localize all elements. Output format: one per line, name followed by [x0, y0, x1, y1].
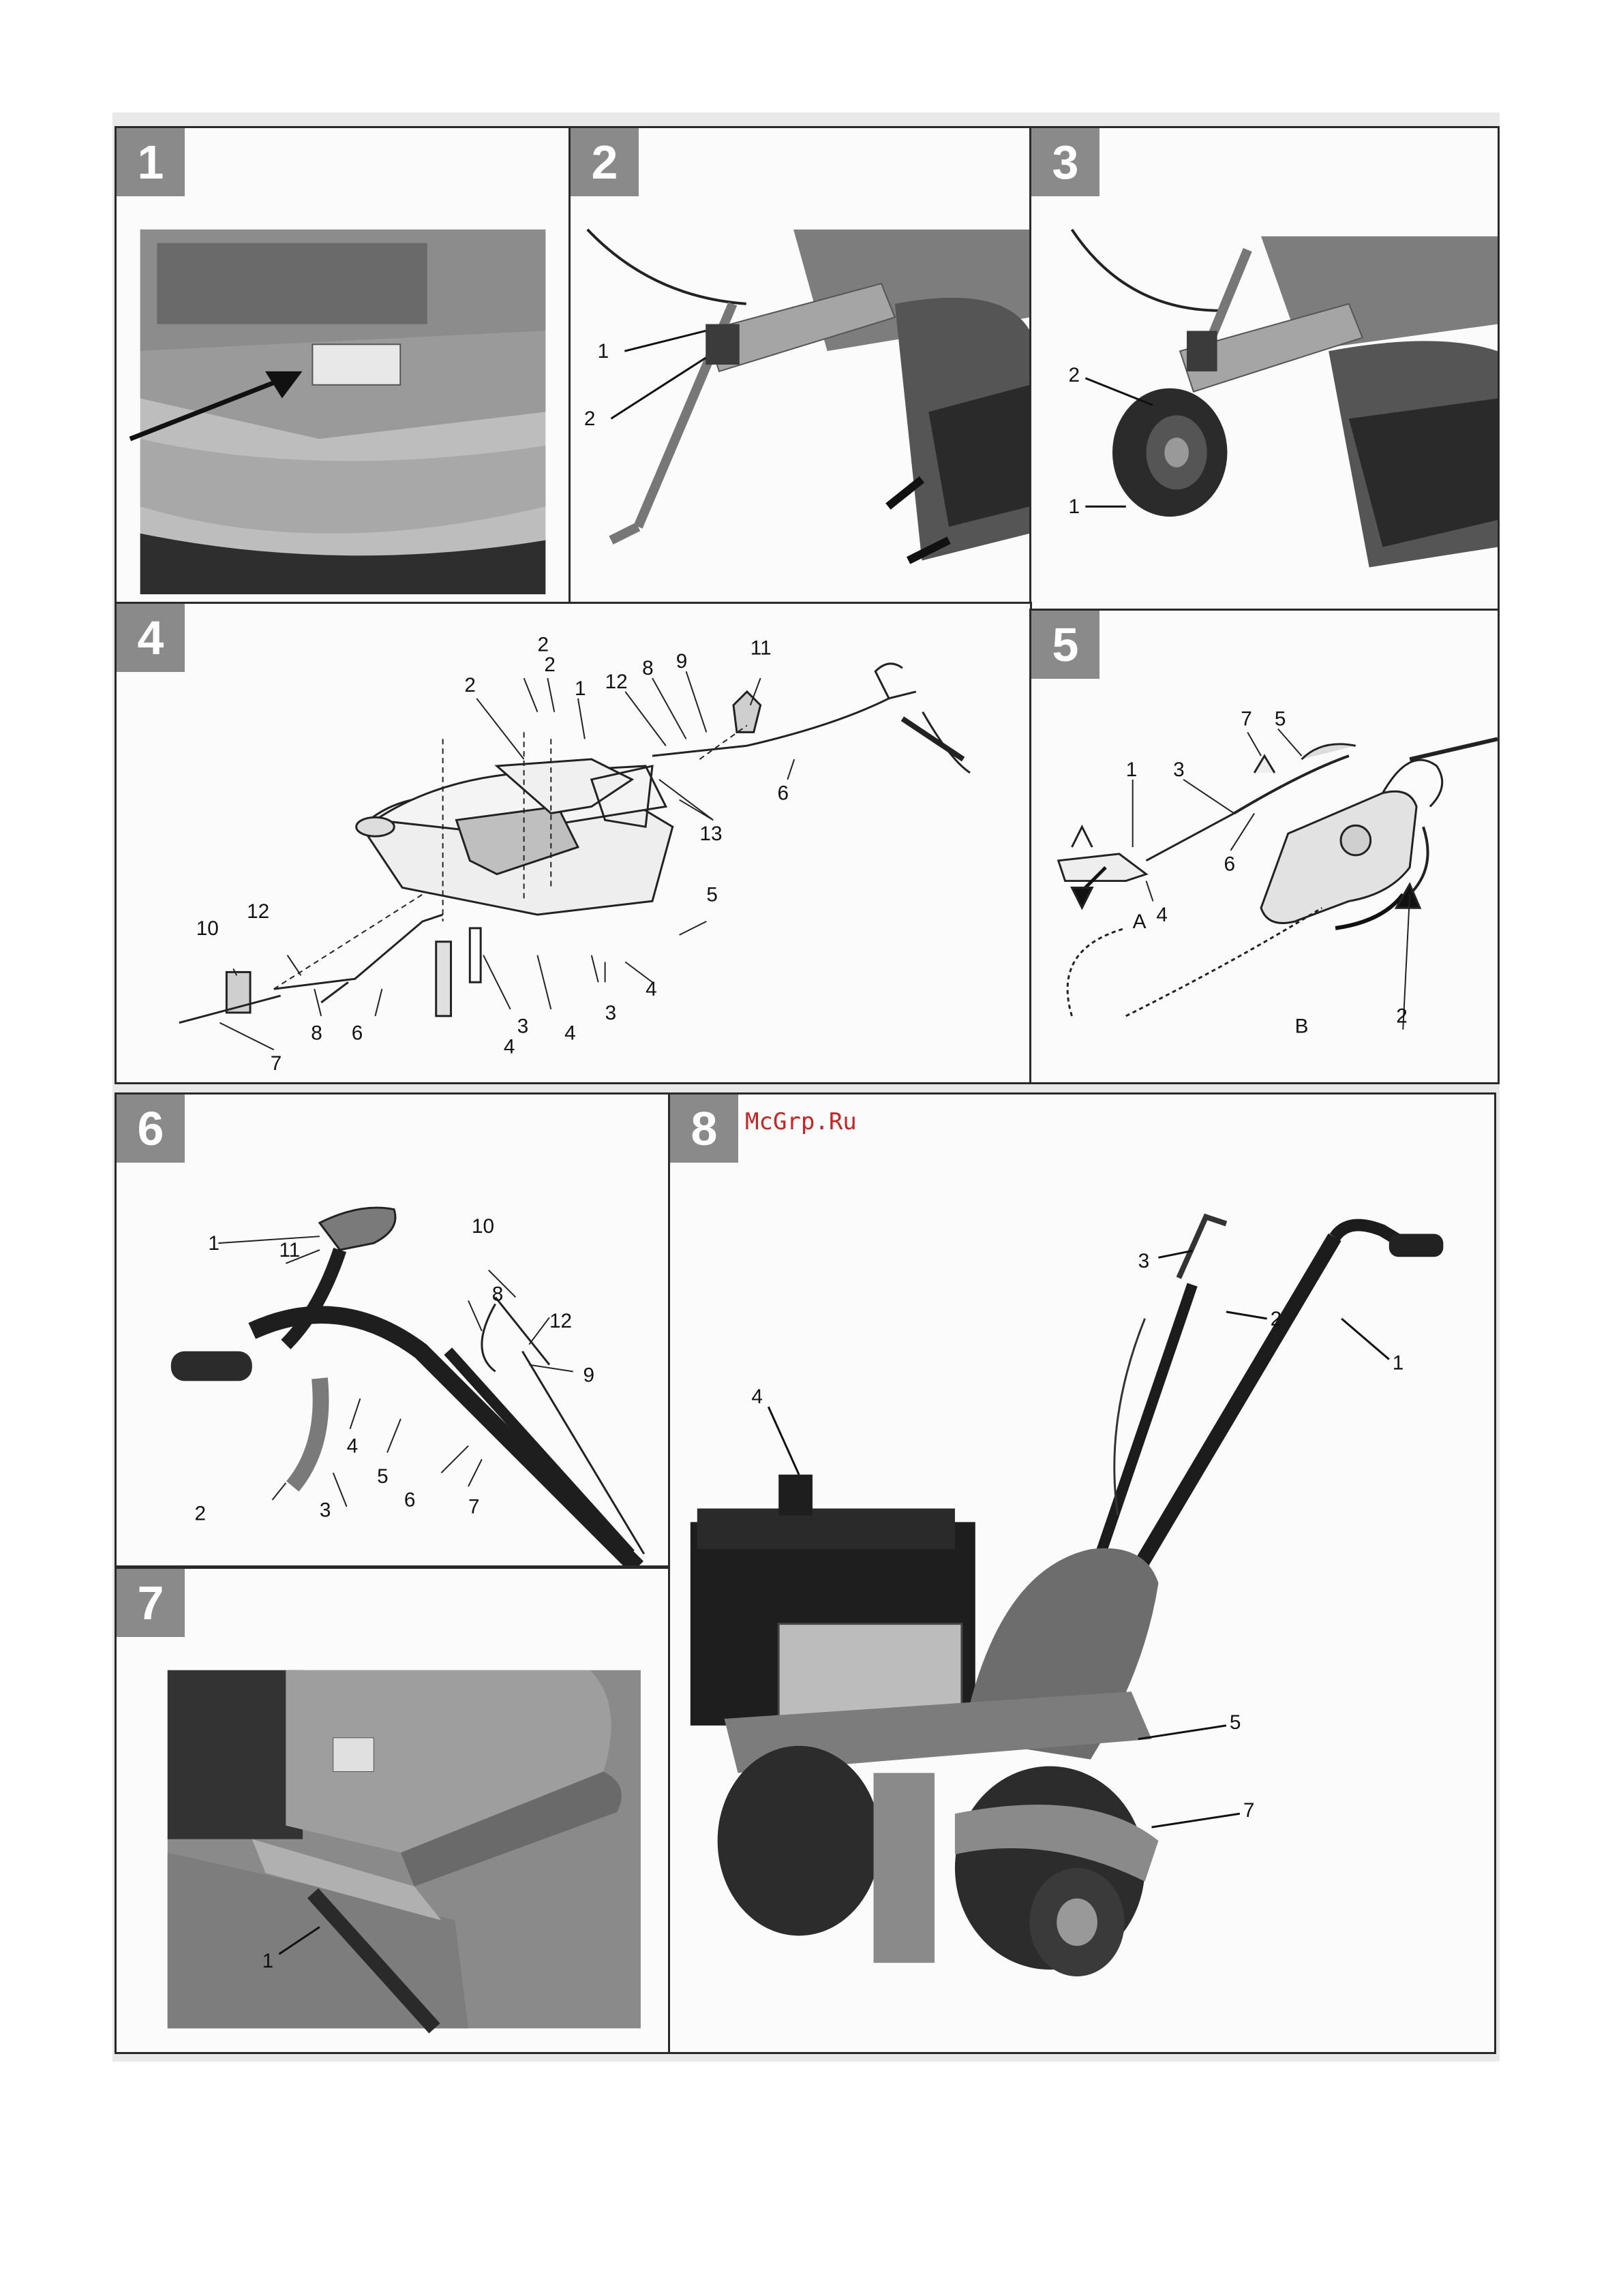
figure-4-callout: 12 [605, 671, 628, 693]
figure-4-callout: 6 [352, 1022, 363, 1045]
figure-8-cultivator-photo: 3 2 1 4 5 7 [670, 1095, 1494, 2052]
figure-4-callout: 4 [564, 1022, 576, 1045]
figure-8-panel: 8 3 2 1 4 [668, 1092, 1496, 2054]
figure-6-callout: 10 [472, 1215, 494, 1238]
figure-2-photo: 1 2 [571, 128, 1030, 602]
figure-6-callout: 1 [208, 1232, 219, 1255]
figure-8-callout: 2 [1271, 1308, 1282, 1330]
figure-6-callout: 5 [377, 1465, 389, 1488]
figure-8-callout: 1 [1393, 1351, 1404, 1374]
figure-5-panel: 5 [1029, 609, 1500, 1084]
figure-2-callout: 1 [598, 340, 609, 363]
figure-1-panel: 1 [115, 126, 571, 604]
figure-5-callout: 2 [1396, 1005, 1408, 1028]
figure-3-callout: 2 [1069, 364, 1080, 386]
figure-8-callout: 3 [1138, 1250, 1150, 1272]
figure-8-callout: 4 [751, 1386, 763, 1408]
figure-6-callout: 6 [404, 1489, 416, 1512]
figure-6-callout: 8 [492, 1283, 504, 1305]
figure-5-callout: 7 [1241, 708, 1252, 731]
watermark: McGrp.Ru [745, 1108, 857, 1135]
figure-8-callout: 7 [1243, 1799, 1255, 1822]
figure-4-callout: 8 [311, 1022, 322, 1045]
figure-4-callout: 11 [750, 637, 772, 659]
figure-6-callout: 4 [347, 1435, 359, 1457]
figure-6-callout: 9 [583, 1364, 595, 1386]
figure-4-callout: 2 [537, 633, 549, 656]
figure-6-handle-photo: 1 11 10 8 12 9 4 5 6 7 2 3 [117, 1095, 669, 1565]
figure-4-callout: 2 [544, 654, 556, 676]
figure-2-panel: 2 1 2 [568, 126, 1032, 604]
figure-8-callout: 5 [1230, 1711, 1241, 1734]
figure-6-panel: 6 [115, 1092, 671, 1567]
figure-6-callout: 7 [468, 1496, 480, 1518]
figure-5-callout: A [1133, 910, 1147, 933]
figure-7-callout: 1 [262, 1950, 274, 1972]
figure-4-callout: 3 [605, 1002, 617, 1024]
figure-4-callout: 7 [271, 1052, 282, 1075]
figure-5-callout: B [1295, 1015, 1309, 1038]
figure-4-callout: 5 [706, 883, 718, 906]
figure-4-exploded-diagram: 2 2 2 1 12 8 9 11 6 13 5 4 3 4 3 4 12 10… [117, 604, 1030, 1082]
figure-4-callout: 10 [196, 917, 219, 940]
figure-4-callout: 8 [642, 657, 654, 679]
figure-6-callout: 3 [320, 1499, 331, 1522]
figure-5-callout: 6 [1224, 853, 1236, 876]
figure-2-callout: 2 [584, 408, 596, 430]
figure-4-callout: 2 [464, 674, 476, 697]
figure-6-callout: 2 [195, 1503, 207, 1525]
figure-4-callout: 6 [777, 782, 789, 805]
figure-5-callout: 3 [1173, 759, 1185, 781]
figure-4-callout: 12 [247, 900, 269, 923]
figure-3-photo: 2 1 [1031, 128, 1498, 609]
figure-3-panel: 3 2 1 [1029, 126, 1500, 611]
figure-4-panel: 4 [115, 602, 1032, 1084]
figure-7-panel: 7 1 [115, 1567, 671, 2054]
figure-6-callout: 12 [549, 1310, 572, 1332]
figure-4-callout: 4 [646, 978, 657, 1000]
figure-5-cable-diagram: 1 3 7 5 6 A 4 B 2 [1031, 611, 1498, 1082]
figure-5-callout: 4 [1156, 904, 1168, 926]
figure-4-callout: 4 [504, 1035, 515, 1058]
figure-4-callout: 3 [517, 1015, 529, 1038]
figure-3-callout: 1 [1069, 495, 1080, 518]
figure-4-callout: 13 [699, 823, 722, 845]
figure-1-photo [117, 128, 569, 602]
figure-7-photo: 1 [117, 1569, 669, 2052]
figure-5-callout: 5 [1275, 708, 1286, 731]
figure-4-callout: 9 [676, 650, 688, 673]
figure-4-callout: 1 [575, 677, 586, 700]
figure-6-callout: 11 [279, 1239, 300, 1261]
figure-5-callout: 1 [1126, 759, 1138, 781]
